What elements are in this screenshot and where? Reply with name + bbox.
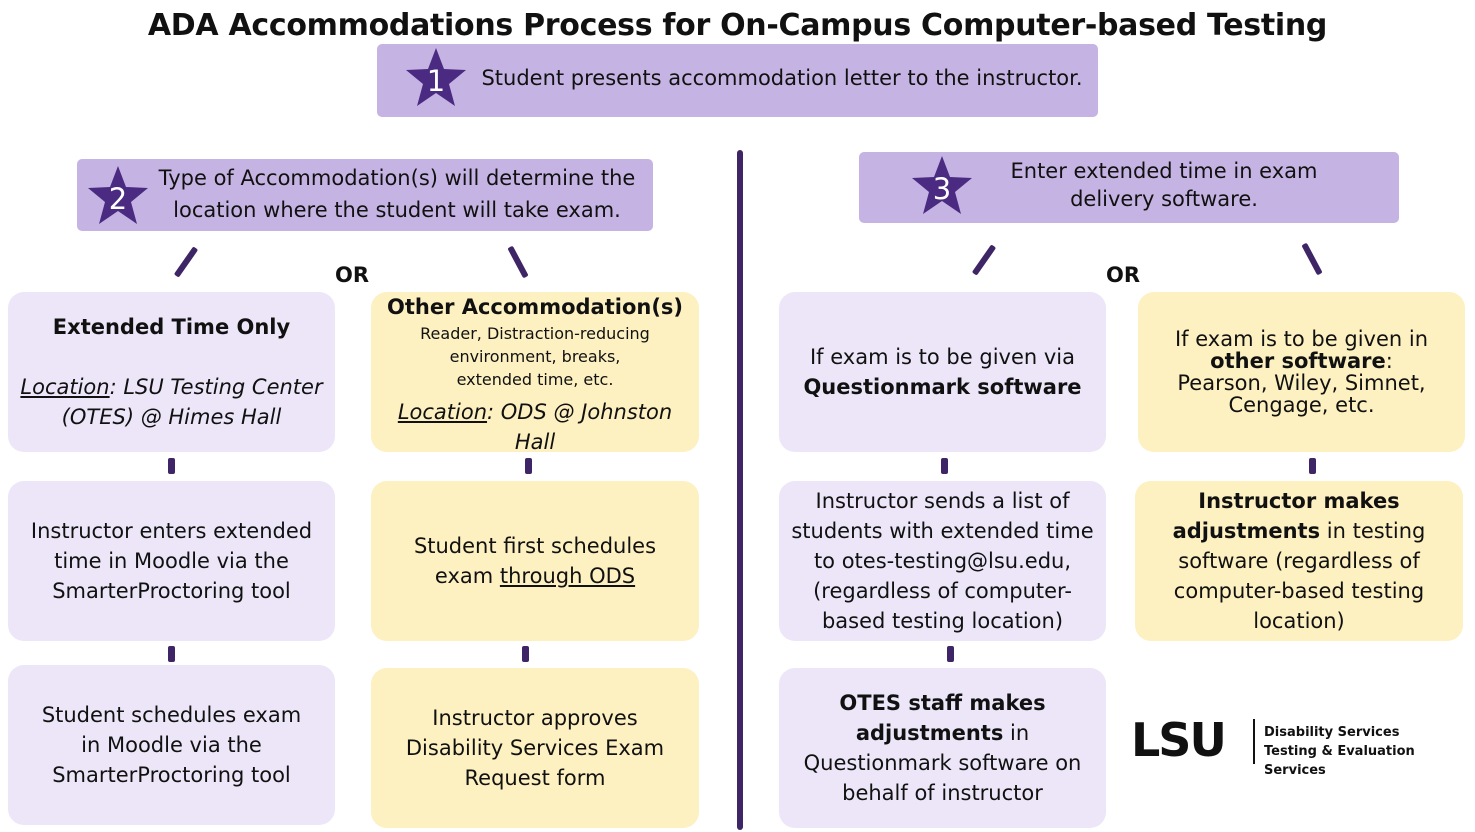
step-2-header: 2 Type of Accommodation(s) will determin… (77, 159, 653, 231)
box-text: in testing (1320, 519, 1426, 543)
box-line: (regardless of computer- (813, 579, 1072, 603)
box-line: Instructor approves (432, 706, 638, 730)
location-line: Location: LSU Testing Center (20, 372, 322, 402)
connector (1309, 458, 1316, 474)
approve-form-box: Instructor approves Disability Services … (371, 668, 699, 828)
branch-line-right (507, 245, 529, 279)
box-line: behalf of instructor (842, 781, 1043, 805)
logo-line: Testing & Evaluation Services (1264, 744, 1415, 778)
ods-schedule-box: Student first schedules exam through ODS (371, 481, 699, 641)
box-line: Instructor enters extended (30, 519, 313, 543)
box-line: time in Moodle via the (54, 549, 289, 573)
box-line: Instructor sends a list of (815, 489, 1070, 513)
otes-adjust-box: OTES staff makes adjustments in Question… (779, 668, 1106, 828)
box-text-bold: adjustments (1172, 519, 1321, 543)
box-line: students with extended time (791, 519, 1094, 543)
moodle-enter-box: Instructor enters extended time in Moodl… (8, 481, 335, 641)
location-label: Location (397, 399, 488, 424)
box-heading: Extended Time Only (52, 315, 291, 339)
step-3-text: Enter extended time in exam delivery sof… (989, 157, 1339, 213)
box-line: adjustments in testing (1173, 516, 1426, 546)
box-line: Student first schedules (413, 534, 657, 558)
step-3-header: 3 Enter extended time in exam delivery s… (859, 152, 1399, 223)
box-line: Questionmark software on (803, 751, 1082, 775)
location-line: (OTES) @ Himes Hall (61, 405, 282, 429)
connector (525, 458, 532, 474)
connector (168, 646, 175, 662)
box-line: location) (1253, 609, 1345, 633)
step-2-text: Type of Accommodation(s) will determine … (147, 162, 647, 226)
step-2-line: location where the student will take exa… (173, 198, 621, 222)
location-label: Location (20, 375, 110, 399)
or-label-left: OR (335, 263, 370, 287)
location-text: : ODS @ Johnston Hall (487, 399, 673, 454)
step-1-header: 1 Student presents accommodation letter … (377, 44, 1098, 117)
location-line: Location: ODS @ Johnston Hall (383, 397, 687, 457)
box-line: other software: (1210, 350, 1393, 372)
detail-line: Reader, Distraction-reducing (420, 323, 650, 343)
branch-line-left (173, 246, 199, 278)
page-title: ADA Accommodations Process for On-Campus… (147, 8, 1328, 43)
box-text: in (1003, 721, 1030, 745)
branch-line-right (1301, 242, 1323, 276)
step-3-number: 3 (932, 172, 952, 206)
box-line: SmarterProctoring tool (52, 579, 291, 603)
box-line: Request form (464, 766, 606, 790)
step-3-line: delivery software. (1070, 187, 1258, 211)
ods-link: through ODS (499, 564, 636, 588)
send-list-box: Instructor sends a list of students with… (779, 481, 1106, 641)
box-line: Student schedules exam (41, 703, 302, 727)
box-line: to otes-testing@lsu.edu, (813, 549, 1072, 573)
logo-divider (1253, 719, 1255, 764)
step-1-text: Student presents accommodation letter to… (481, 66, 1083, 90)
branch-line-left (971, 244, 997, 276)
box-line: Pearson, Wiley, Simnet, (1177, 371, 1426, 395)
lsu-logo: LSU (1131, 713, 1227, 767)
extended-time-only-box: Extended Time Only Location: LSU Testing… (8, 292, 335, 452)
step-2-number: 2 (108, 182, 128, 216)
box-line: in Moodle via the (81, 733, 262, 757)
logo-line: Disability Services (1264, 725, 1400, 740)
questionmark-box: If exam is to be given via Questionmark … (779, 292, 1106, 452)
box-line: If exam is to be given in (1174, 327, 1428, 351)
step-1-number: 1 (426, 64, 446, 98)
star-icon: 3 (910, 154, 974, 218)
box-line: OTES staff makes (839, 691, 1046, 715)
box-line: If exam is to be given via (809, 345, 1075, 369)
box-heading: Other Accommodation(s) (386, 294, 684, 319)
logo-text: Disability Services Testing & Evaluation… (1264, 723, 1475, 780)
moodle-schedule-box: Student schedules exam in Moodle via the… (8, 665, 335, 825)
connector (941, 458, 948, 474)
box-line: Disability Services Exam (405, 736, 665, 760)
box-text-bold: other software (1210, 349, 1386, 373)
connector (168, 458, 175, 474)
box-line: exam through ODS (435, 561, 635, 591)
step-3-line: Enter extended time in exam (1010, 159, 1318, 183)
box-text: exam (434, 564, 500, 588)
box-line: Cengage, etc. (1228, 393, 1375, 417)
box-line: software (regardless of (1178, 549, 1420, 573)
instructor-adjust-box: Instructor makes adjustments in testing … (1135, 481, 1463, 641)
other-accommodations-box: Other Accommodation(s) Reader, Distracti… (371, 292, 699, 454)
star-icon: 2 (86, 164, 150, 228)
or-label-right: OR (1106, 263, 1141, 287)
section-divider (737, 150, 743, 830)
box-text: : (1385, 349, 1393, 373)
box-line: adjustments in (856, 718, 1029, 748)
star-icon: 1 (404, 46, 468, 110)
box-text-bold: adjustments (855, 721, 1004, 745)
box-line: SmarterProctoring tool (52, 763, 291, 787)
box-line: based testing location) (821, 609, 1064, 633)
location-text: : LSU Testing Center (109, 375, 323, 399)
detail-line: environment, breaks, (449, 346, 621, 366)
step-2-line: Type of Accommodation(s) will determine … (158, 166, 636, 190)
other-software-box: If exam is to be given in other software… (1138, 292, 1465, 452)
box-line: computer-based testing (1173, 579, 1425, 603)
box-line: Questionmark software (803, 375, 1082, 399)
detail-line: extended time, etc. (456, 369, 614, 389)
box-line: Instructor makes (1198, 489, 1400, 513)
connector (522, 646, 529, 662)
connector (947, 646, 954, 662)
